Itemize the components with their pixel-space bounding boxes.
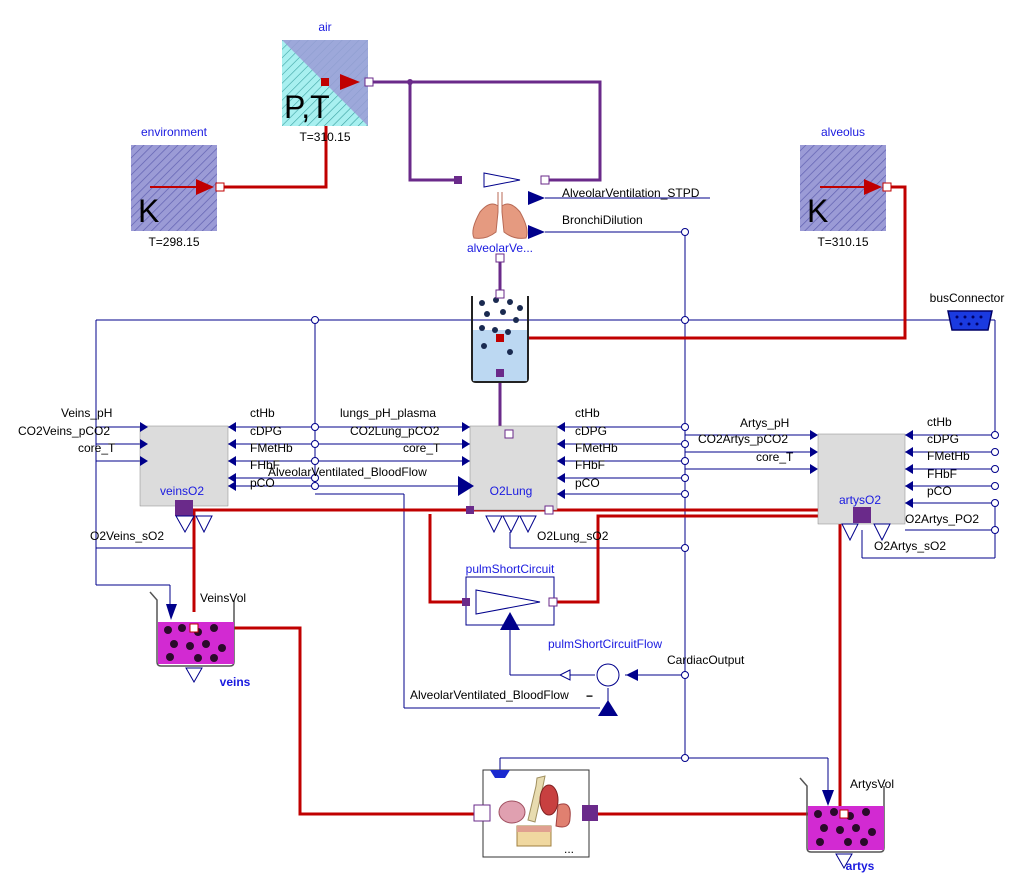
core-t-mid-label: core_T (403, 441, 441, 455)
ctHb-label-2: ctHb (575, 406, 600, 420)
artys-volume[interactable]: artys (799, 777, 885, 873)
tissues-block[interactable]: ... (473, 769, 598, 858)
air-heat-port[interactable] (321, 78, 329, 86)
pulm-short-circuit-name: pulmShortCircuit (466, 562, 555, 576)
alveolar-ventilated-blood-flow-label: AlveolarVentilated_BloodFlow (268, 465, 427, 479)
artys-ph-label: Artys_pH (740, 416, 789, 430)
o2-lung-name: O2Lung (490, 484, 533, 498)
artys-o2-name: artysO2 (839, 493, 881, 507)
tissues-name: ... (564, 842, 574, 856)
FMetHb-label-3: FMetHb (927, 449, 970, 463)
environment-name: environment (141, 125, 208, 139)
artys-name: artys (846, 859, 875, 873)
artys-vol-label: ArtysVol (850, 777, 894, 791)
co2-lung-pco2-label: CO2Lung_pCO2 (350, 424, 440, 438)
pulm-short-circuit-flow[interactable]: pulmShortCircuitFlow (548, 637, 662, 716)
pCO-label-3: pCO (927, 484, 952, 498)
alveolus-symbol: K (807, 193, 828, 229)
alveolar-ventilation-stpd-label: AlveolarVentilation_STPD (562, 186, 700, 200)
gas-solubility-beaker[interactable] (471, 289, 529, 383)
bronchi-dilution-label: BronchiDilution (562, 213, 643, 227)
artys-o2-block[interactable]: artysO2 (810, 430, 913, 542)
FMetHb-label-2: FMetHb (575, 441, 618, 455)
co2-artys-pco2-label: CO2Artys_pCO2 (698, 432, 788, 446)
co2-veins-pco2-label: CO2Veins_pCO2 (18, 424, 110, 438)
veins-o2-name: veinsO2 (160, 484, 204, 498)
alveolar-ventilation-name: alveolarVe... (467, 241, 533, 255)
lungs-icon (472, 192, 528, 239)
signal-lines (95, 197, 996, 790)
cDPG-label-3: cDPG (927, 432, 959, 446)
environment-thermal[interactable]: environment K T=298.15 (131, 125, 225, 249)
gas-bubbles-icon (479, 297, 523, 355)
veins-vol-label: VeinsVol (200, 591, 246, 605)
ctHb-label-1: ctHb (250, 406, 275, 420)
alveolus-port[interactable] (882, 182, 892, 192)
air-name: air (318, 20, 331, 34)
cDPG-label-1: cDPG (250, 424, 282, 438)
lungs-ph-plasma-label: lungs_pH_plasma (340, 406, 436, 420)
o2-artys-po2-label: O2Artys_PO2 (905, 512, 979, 526)
pulm-short-circuit-flow-name: pulmShortCircuitFlow (548, 637, 662, 651)
ctHb-label-3: ctHb (927, 415, 952, 429)
alveolar-ventilation-port-out[interactable] (540, 175, 550, 185)
cardiac-output-label: CardiacOutput (667, 653, 745, 667)
air-port[interactable] (364, 77, 374, 87)
core-t-left-label: core_T (78, 441, 116, 455)
cDPG-label-2: cDPG (575, 424, 607, 438)
alveolus-name: alveolus (821, 125, 865, 139)
air-source[interactable]: air P,T T=310.15 (282, 20, 374, 144)
environment-port[interactable] (215, 182, 225, 192)
o2-lung-so2-label: O2Lung_sO2 (537, 529, 609, 543)
alveolar-ventilated-blood-flow-label-2: AlveolarVentilated_BloodFlow (410, 688, 569, 702)
veins-volume[interactable]: veins (149, 591, 251, 689)
alveolus-thermal[interactable]: alveolus K T=310.15 (800, 125, 892, 249)
o2-veins-so2-label: O2Veins_sO2 (90, 529, 164, 543)
environment-symbol: K (138, 193, 159, 229)
veins-o2-block[interactable]: veinsO2 (139, 422, 236, 534)
bus-connector-name: busConnector (930, 291, 1005, 305)
pCO-label-1: pCO (250, 476, 275, 490)
veins-name: veins (220, 675, 251, 689)
FHbF-label-3: FHbF (927, 467, 957, 481)
alveolus-param: T=310.15 (817, 235, 868, 249)
FHbF-label-1: FHbF (250, 458, 280, 472)
organs-icon (498, 775, 571, 847)
pulm-short-circuit[interactable]: pulmShortCircuit (462, 562, 558, 630)
bus-connector[interactable]: busConnector (930, 291, 1005, 331)
air-param: T=310.15 (299, 130, 350, 144)
FMetHb-label-1: FMetHb (250, 441, 293, 455)
air-symbol: P,T (284, 89, 330, 125)
alveolar-ventilation[interactable]: alveolarVe... (454, 172, 550, 263)
artys-cells-icon (814, 808, 876, 846)
veins-ph-label: Veins_pH (61, 406, 112, 420)
o2-lung-block[interactable]: O2Lung (458, 422, 565, 534)
pCO-label-2: pCO (575, 476, 600, 490)
signal-junctions (311, 228, 999, 762)
gas-junction (407, 79, 413, 85)
environment-param: T=298.15 (148, 235, 199, 249)
FHbF-label-2: FHbF (575, 458, 605, 472)
alveolar-ventilation-port-in[interactable] (454, 176, 462, 184)
core-t-right-label: core_T (756, 450, 794, 464)
tissues-bus-icon (490, 770, 510, 778)
o2-artys-so2-label: O2Artys_sO2 (874, 539, 946, 553)
minus-sign: − (586, 689, 593, 703)
